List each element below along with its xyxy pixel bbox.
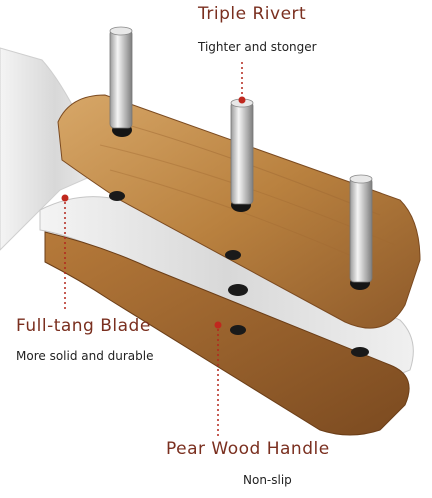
wood-handle-title: Pear Wood Handle [166,439,330,459]
rivet-subtitle: Tighter and stonger [198,40,317,54]
tang-title: Full-tang Blade [16,316,151,336]
rivet-title: Triple Rivert [198,4,307,24]
marker-wood [214,321,222,329]
marker-rivet [238,96,246,104]
tang-subtitle: More solid and durable [16,349,154,363]
marker-tang [61,194,69,202]
rivet-pin-1 [109,29,133,129]
wood-scale-bottom [44,231,410,436]
rivet-pin-2 [230,101,254,205]
wood-handle-subtitle: Non-slip [243,473,292,487]
rivet-pin-3 [349,177,373,283]
